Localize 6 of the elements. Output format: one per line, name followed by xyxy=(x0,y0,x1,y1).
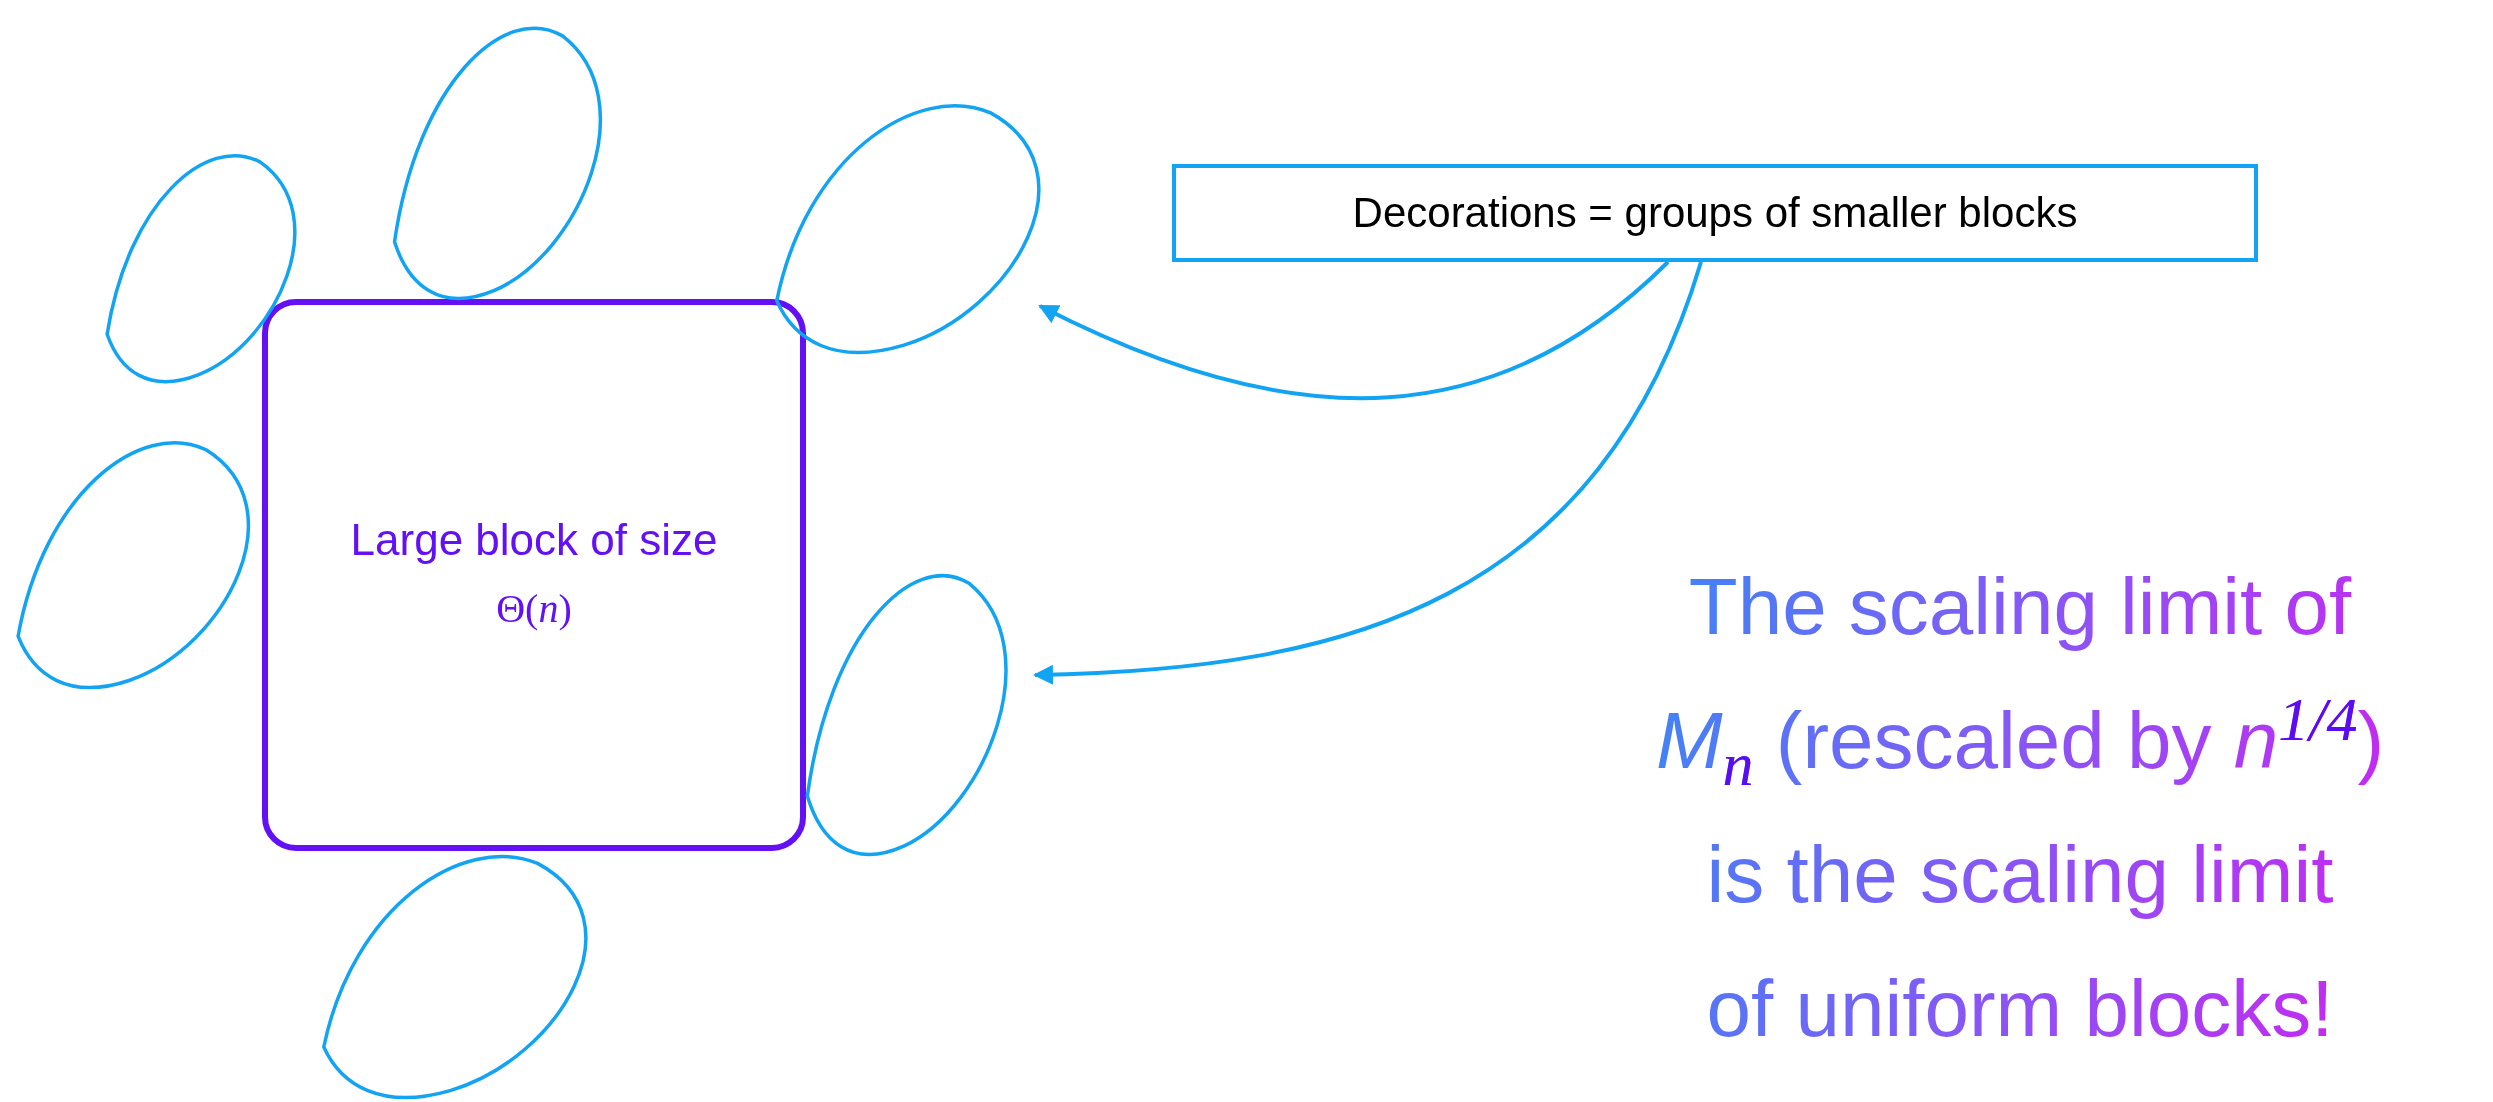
block-box xyxy=(262,299,806,851)
arrow xyxy=(1033,261,1703,685)
arrow xyxy=(1038,260,1670,400)
block-label: Large block of size xyxy=(349,515,719,565)
note-box: Decorations = groups of smaller blocks xyxy=(1172,164,2258,262)
size-formula: Θ(n) xyxy=(495,585,573,632)
